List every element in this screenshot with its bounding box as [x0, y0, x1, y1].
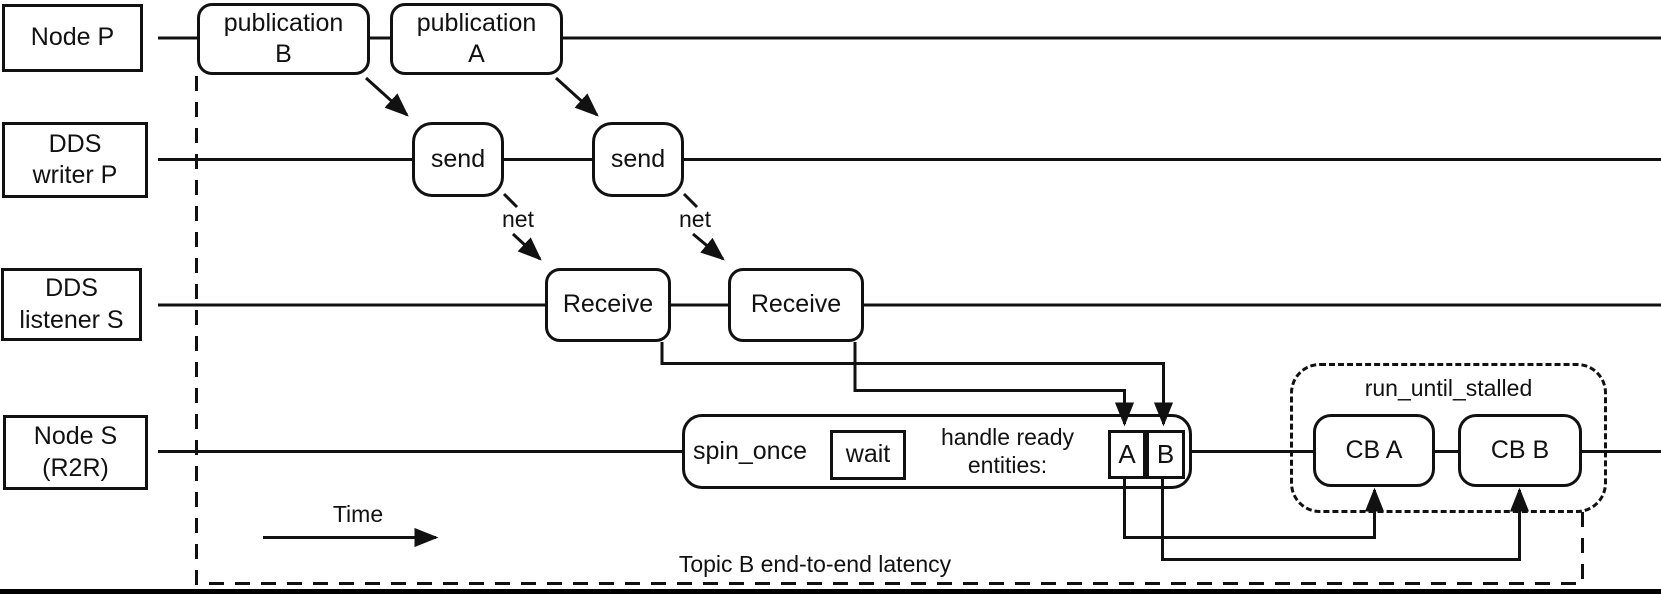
time-axis-label: Time	[318, 500, 398, 528]
event-send-b: send	[412, 122, 504, 197]
event-label: publication	[223, 8, 344, 37]
net-label-b: net	[492, 204, 544, 234]
lane-label-text: DDS	[48, 129, 102, 158]
event-label: publication	[416, 8, 537, 37]
ready-entity-a: A	[1108, 430, 1146, 479]
connector-receive-b-to-entity-b	[660, 342, 1174, 427]
event-label: send	[610, 144, 666, 173]
event-label: CB B	[1490, 435, 1550, 464]
event-send-a: send	[592, 122, 684, 197]
spin-once-label: spin_once	[693, 417, 807, 486]
region-label: run_until_stalled	[1364, 375, 1533, 401]
event-label: A	[1118, 439, 1136, 470]
event-label: B	[1156, 439, 1175, 470]
event-label: wait	[845, 440, 891, 469]
event-receive-a: Receive	[728, 268, 864, 342]
ready-entity-b: B	[1146, 430, 1185, 479]
arrow-net-b-to-receive	[511, 232, 542, 261]
event-callback-a: CB A	[1313, 414, 1435, 487]
event-spin-once-block: spin_once wait handle ready entities: A …	[682, 414, 1192, 489]
event-publication-b: publication B	[197, 3, 370, 75]
lane-label-dds-writer-p: DDS writer P	[2, 122, 148, 198]
annotation-text: net	[679, 205, 711, 232]
lane-label-text: Node S	[33, 422, 118, 451]
lane-label-dds-listener-s: DDS listener S	[1, 268, 142, 341]
lane-label-node-s-r2r: Node S (R2R)	[3, 415, 148, 490]
figure-bottom-rule	[0, 589, 1661, 594]
lane-label-text: writer P	[32, 161, 118, 189]
net-label-a: net	[669, 204, 721, 234]
lane-label-text: DDS	[45, 274, 98, 303]
lane-label-text: (R2R)	[42, 453, 109, 482]
arrow-pub-b-to-send	[364, 76, 409, 117]
event-publication-a: publication A	[390, 3, 563, 75]
event-label: Receive	[750, 290, 842, 319]
event-label: handle ready	[941, 423, 1074, 450]
lane-label-text: Node P	[30, 23, 115, 52]
event-receive-b: Receive	[545, 268, 671, 342]
connector-receive-a-to-entity-a	[853, 342, 1135, 427]
lane-label-text: listener S	[19, 305, 124, 334]
event-label: Receive	[562, 290, 654, 319]
annotation-text: Topic B end-to-end latency	[678, 550, 952, 577]
arrow-pub-a-to-send	[554, 76, 599, 117]
event-label: spin_once	[693, 436, 807, 465]
latency-annotation: Topic B end-to-end latency	[650, 550, 980, 578]
annotation-text: Time	[332, 500, 384, 527]
event-label: entities:	[967, 451, 1048, 478]
lane-label-node-p: Node P	[2, 4, 143, 72]
event-wait: wait	[830, 430, 906, 480]
event-label: A	[468, 40, 485, 68]
arrow-net-a-to-receive	[692, 232, 725, 261]
event-label: send	[430, 144, 486, 173]
annotation-text: net	[502, 205, 534, 232]
event-label: CB A	[1345, 435, 1403, 464]
event-label: B	[275, 40, 292, 68]
event-callback-b: CB B	[1458, 414, 1582, 487]
handle-ready-label: handle ready entities:	[907, 417, 1108, 486]
